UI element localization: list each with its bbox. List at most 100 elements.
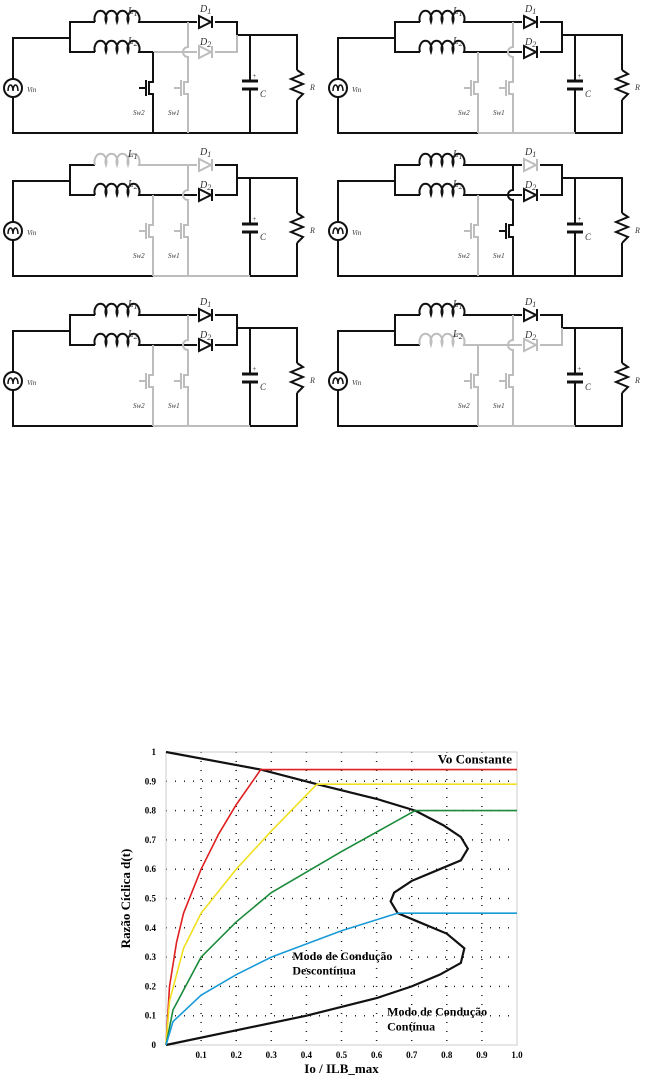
resistor-R bbox=[613, 362, 631, 394]
label-C: C bbox=[260, 382, 267, 392]
ac-source-symbol-icon bbox=[332, 227, 344, 235]
ac-source-Vin bbox=[3, 371, 23, 391]
x-axis-label: Io / ILB_max bbox=[304, 1061, 379, 1075]
label-Vin: Vin bbox=[27, 86, 37, 94]
label-Sw1: Sw1 bbox=[493, 109, 505, 117]
diode-D1 bbox=[198, 14, 214, 30]
plot-frame bbox=[165, 751, 518, 1046]
label-L2: L2 bbox=[452, 179, 463, 191]
capacitor-C bbox=[567, 79, 583, 91]
label-D1: D1 bbox=[199, 147, 211, 159]
ac-source-symbol-icon bbox=[332, 84, 344, 92]
inductor-L2 bbox=[418, 182, 478, 199]
label-D2: D2 bbox=[199, 330, 211, 342]
annotation-dcm-line1: Modo de Condução bbox=[292, 949, 392, 963]
y-tick-label: 0.5 bbox=[145, 894, 157, 904]
diode-D1 bbox=[523, 307, 539, 323]
label-C: C bbox=[585, 89, 592, 99]
label-Sw2: Sw2 bbox=[458, 109, 470, 117]
label-L2: L2 bbox=[127, 329, 138, 341]
label-L2: L2 bbox=[452, 329, 463, 341]
label-D2: D2 bbox=[199, 37, 211, 49]
y-tick-label: 0.8 bbox=[145, 806, 157, 816]
capacitor-C bbox=[567, 372, 583, 384]
capacitor-C bbox=[567, 222, 583, 234]
inductor-L1 bbox=[93, 152, 197, 169]
diode-D2 bbox=[523, 337, 539, 353]
x-tick-label: 0.6 bbox=[371, 1050, 383, 1060]
label-R: R bbox=[634, 83, 640, 92]
capacitor-C bbox=[242, 79, 258, 91]
x-tick-label: 0.7 bbox=[406, 1050, 418, 1060]
switch-Sw2 bbox=[139, 213, 154, 252]
label-L1: L1 bbox=[127, 149, 138, 161]
inductor-L1 bbox=[418, 302, 522, 319]
label-Sw1: Sw1 bbox=[168, 109, 180, 117]
label-Sw1: Sw1 bbox=[168, 402, 180, 410]
resistor-R bbox=[613, 69, 631, 101]
label-Sw1: Sw1 bbox=[493, 252, 505, 260]
label-Vin: Vin bbox=[352, 229, 362, 237]
switch-Sw2 bbox=[139, 363, 154, 402]
label-plus: + bbox=[577, 215, 582, 223]
x-tick-label: 0.4 bbox=[301, 1050, 313, 1060]
annotation-ccm-line2: Contínua bbox=[387, 1019, 435, 1033]
label-plus: + bbox=[577, 365, 582, 373]
label-R: R bbox=[309, 83, 315, 92]
ac-source-Vin bbox=[3, 78, 23, 98]
switch-Sw1 bbox=[499, 70, 514, 109]
wire-sw1-node bbox=[507, 165, 514, 276]
label-D2: D2 bbox=[199, 180, 211, 192]
wire-L2-D2 bbox=[153, 178, 238, 196]
x-tick-label: 0.1 bbox=[195, 1050, 207, 1060]
label-D1: D1 bbox=[524, 4, 536, 16]
ac-source-symbol-icon bbox=[7, 227, 19, 235]
y-tick-label: 0.1 bbox=[145, 1011, 157, 1021]
diode-D1 bbox=[523, 14, 539, 30]
capacitor-C bbox=[242, 222, 258, 234]
wire-L2-D2 bbox=[478, 178, 563, 196]
label-plus: + bbox=[577, 72, 582, 80]
switch-Sw1 bbox=[174, 363, 189, 402]
diode-D1 bbox=[198, 157, 214, 173]
label-R: R bbox=[309, 376, 315, 385]
switch-Sw1 bbox=[174, 70, 189, 109]
label-L1: L1 bbox=[127, 299, 138, 311]
diode-D2 bbox=[198, 187, 214, 203]
wire-sw1-node bbox=[182, 315, 189, 426]
y-tick-label: 0.3 bbox=[145, 952, 157, 962]
wire-sw1-node bbox=[182, 22, 189, 133]
wire-L2-D2 bbox=[478, 328, 563, 346]
diode-D2 bbox=[198, 44, 214, 60]
capacitor-C bbox=[242, 372, 258, 384]
ac-source-Vin bbox=[328, 371, 348, 391]
diode-D1 bbox=[523, 157, 539, 173]
resistor-R bbox=[288, 69, 306, 101]
label-L1: L1 bbox=[452, 299, 463, 311]
wire-sw1-node bbox=[507, 315, 514, 426]
diode-D2 bbox=[198, 337, 214, 353]
switch-Sw2 bbox=[139, 70, 154, 109]
label-R: R bbox=[309, 226, 315, 235]
label-Sw2: Sw2 bbox=[458, 252, 470, 260]
label-L2: L2 bbox=[127, 179, 138, 191]
y-tick-label: 1 bbox=[152, 747, 157, 757]
y-tick-label: 0.7 bbox=[145, 835, 157, 845]
switch-Sw1 bbox=[499, 363, 514, 402]
label-Sw2: Sw2 bbox=[133, 109, 145, 117]
x-tick-label: 1.0 bbox=[511, 1050, 523, 1060]
series-blue-line bbox=[165, 912, 517, 1046]
wire-L2-D2 bbox=[153, 35, 238, 53]
label-C: C bbox=[260, 89, 267, 99]
inductor-L2 bbox=[93, 39, 153, 56]
label-L1: L1 bbox=[127, 6, 138, 18]
annotation-dcm-line2: Descontínua bbox=[292, 964, 355, 978]
label-L2: L2 bbox=[127, 36, 138, 48]
